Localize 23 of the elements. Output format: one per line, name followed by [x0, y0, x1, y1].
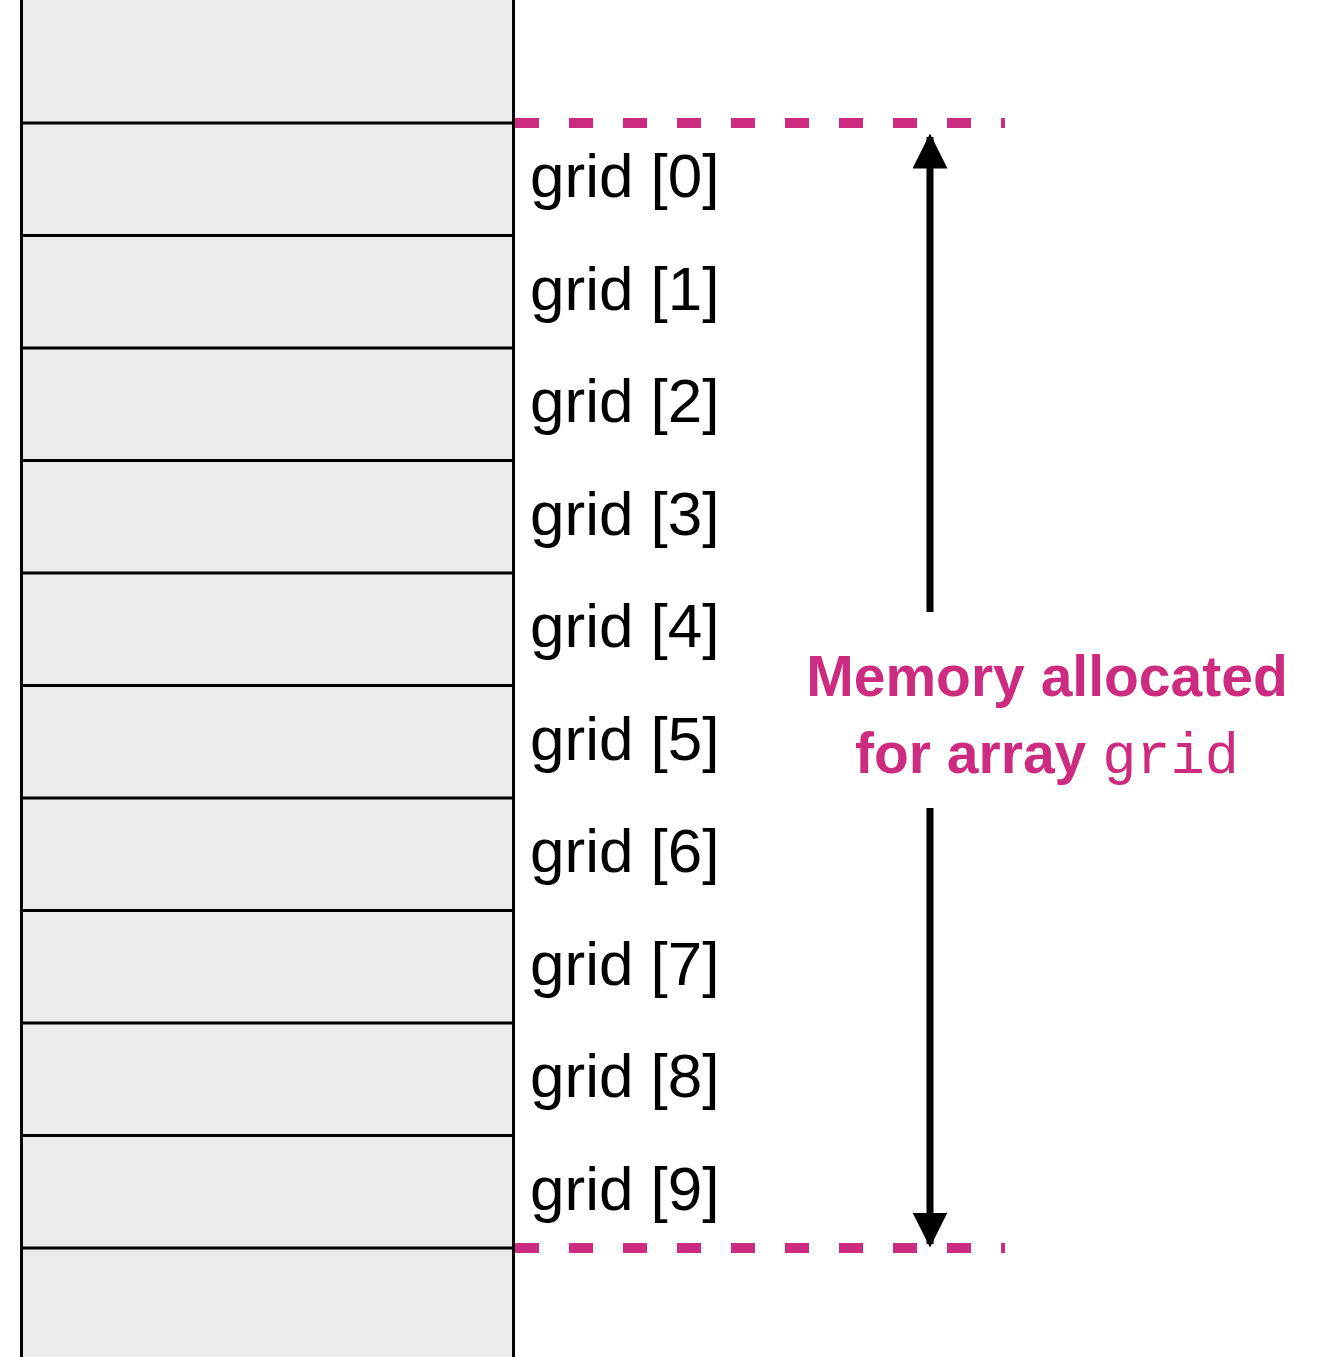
- memory-cell: [20, 0, 515, 123]
- memory-cell: [20, 685, 515, 798]
- memory-cell: [20, 910, 515, 1023]
- memory-cell: [20, 235, 515, 348]
- cell-label: grid [7]: [530, 928, 720, 999]
- cell-label: grid [9]: [530, 1153, 720, 1224]
- cell-label: grid [0]: [530, 141, 720, 212]
- memory-cell: [20, 798, 515, 911]
- memory-cell: [20, 1248, 515, 1357]
- memory-cell: [20, 1023, 515, 1136]
- memory-cell: [20, 123, 515, 236]
- cell-label: grid [5]: [530, 703, 720, 774]
- cell-label: grid [3]: [530, 478, 720, 549]
- cell-label: grid [8]: [530, 1041, 720, 1112]
- memory-cell: [20, 1135, 515, 1248]
- dimension-label: Memory allocated for array grid: [805, 643, 1289, 792]
- cell-label: grid [1]: [530, 253, 720, 324]
- cell-label: grid [6]: [530, 816, 720, 887]
- cell-label: grid [4]: [530, 591, 720, 662]
- memory-cell: [20, 573, 515, 686]
- memory-cell: [20, 460, 515, 573]
- cell-label: grid [2]: [530, 366, 720, 437]
- memory-cell: [20, 348, 515, 461]
